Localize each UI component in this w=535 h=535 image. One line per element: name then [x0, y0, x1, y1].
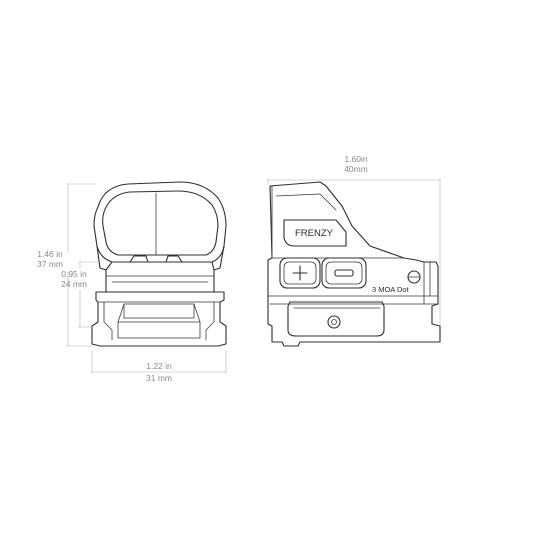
- dim-height-total: 1.46 in 37 mm: [37, 183, 96, 347]
- side-model-label: FRENZY: [295, 228, 334, 239]
- side-minus-button: [321, 257, 367, 289]
- front-base-lower-slot: [117, 321, 201, 339]
- dim-length: 1.60in 40mm: [267, 154, 441, 326]
- side-reticle-label: 3 MOA Dot: [372, 285, 410, 294]
- front-base-slot: [123, 303, 195, 319]
- front-view: [91, 181, 227, 347]
- dim-length-mm: 40mm: [344, 164, 368, 174]
- side-lug-cutout: [287, 301, 385, 337]
- dim-height-total-mm: 37 mm: [37, 259, 63, 269]
- front-base: [91, 291, 227, 347]
- side-view: FRENZY 3 MOA Dot: [267, 181, 441, 347]
- front-window: [102, 190, 219, 256]
- dim-height-window: 0.95 in 24 mm: [61, 261, 100, 328]
- front-base-slot-edge-right: [193, 303, 201, 323]
- dim-length-in: 1.60in: [344, 154, 367, 164]
- minus-icon: [334, 269, 354, 277]
- side-body-outline: [267, 181, 441, 347]
- dim-height-total-in: 1.46 in: [37, 249, 63, 259]
- plus-icon: [292, 265, 308, 281]
- side-top-inner-line: [275, 193, 337, 211]
- side-label-plate: [283, 219, 347, 247]
- front-turret: [105, 255, 215, 293]
- dim-height-window-in: 0.95 in: [61, 269, 87, 279]
- front-base-slot-edge-left: [117, 303, 125, 323]
- front-neck-right: [213, 245, 225, 271]
- side-plus-button: [279, 257, 321, 289]
- side-screw-head-icon: [327, 315, 341, 329]
- dim-width: 1.22 in 31 mm: [91, 350, 227, 383]
- front-rail-right: [205, 301, 215, 341]
- dim-width-in: 1.22 in: [146, 361, 172, 371]
- front-hood-outer: [93, 181, 227, 263]
- front-neck-left: [96, 245, 107, 271]
- dim-height-window-mm: 24 mm: [61, 279, 87, 289]
- dim-width-mm: 31 mm: [146, 373, 172, 383]
- side-screw-icon: [407, 270, 421, 284]
- front-rail-left: [103, 301, 113, 341]
